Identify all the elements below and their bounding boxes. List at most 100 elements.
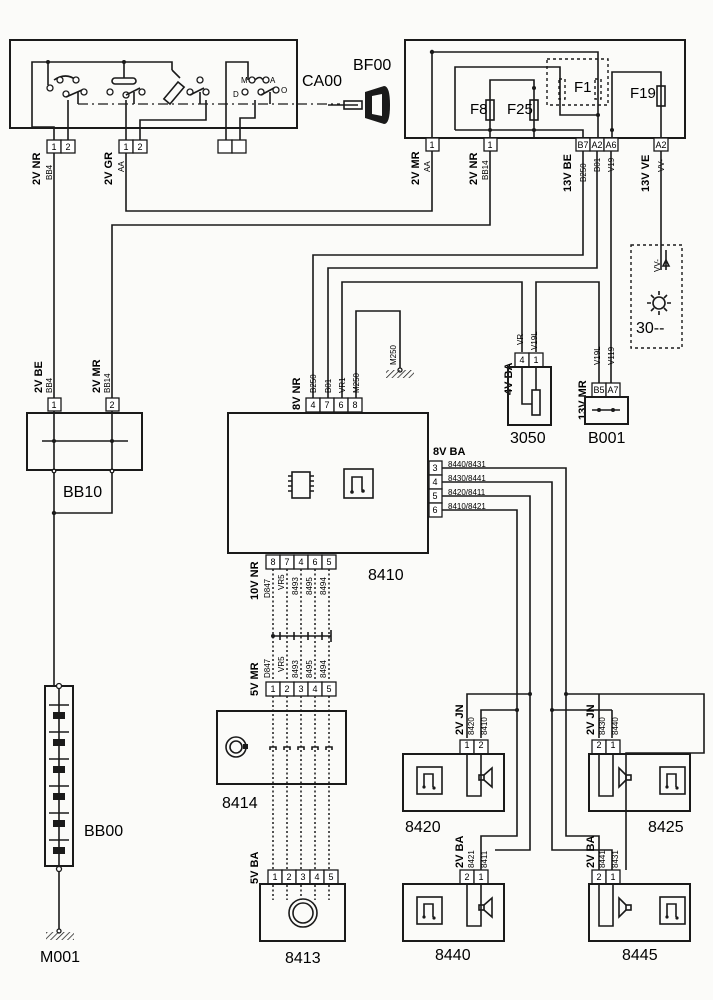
svg-text:1: 1 [429, 140, 434, 150]
switch-pos-o: O [281, 86, 287, 95]
svg-text:2: 2 [286, 872, 291, 882]
svg-text:8495: 8495 [305, 660, 314, 678]
svg-text:1: 1 [610, 740, 615, 750]
svg-text:B01: B01 [324, 378, 333, 393]
speaker-icon [625, 774, 632, 781]
svg-text:VV-: VV- [653, 259, 662, 272]
svg-text:D847: D847 [263, 578, 272, 598]
svg-text:8430/8441: 8430/8441 [448, 474, 486, 483]
label-f1: F1 [574, 79, 592, 96]
speaker-icon [478, 904, 485, 911]
connector-ca00-mid: 1 2 2V GR AA [103, 139, 148, 185]
svg-text:8440: 8440 [611, 717, 620, 735]
svg-text:8411: 8411 [480, 850, 489, 868]
svg-text:8430: 8430 [598, 717, 607, 735]
svg-text:8431: 8431 [611, 850, 620, 868]
svg-text:2: 2 [596, 872, 601, 882]
svg-text:1: 1 [272, 872, 277, 882]
sensor-3050: 4 1 4V BA VR V19L 3050 [503, 331, 552, 447]
connector-fuse-aa: 1 2V MR AA [410, 137, 440, 185]
svg-text:1: 1 [464, 740, 469, 750]
svg-text:8494: 8494 [319, 660, 328, 678]
label-f8: F8 [470, 101, 488, 118]
speaker-8420 [402, 739, 505, 812]
wire-vr1 [341, 281, 523, 398]
music-note-icon [659, 896, 686, 925]
svg-text:2V MR: 2V MR [91, 359, 103, 393]
shielded-cable [271, 569, 332, 682]
svg-text:M250: M250 [389, 344, 398, 365]
svg-text:8: 8 [270, 557, 275, 567]
wire-b01 [327, 151, 598, 398]
svg-text:8420: 8420 [467, 717, 476, 735]
svg-text:BB14: BB14 [481, 160, 490, 180]
wire-b250 [312, 151, 584, 398]
svg-text:4: 4 [310, 400, 315, 410]
svg-text:2: 2 [284, 684, 289, 694]
speaker-8425 [588, 739, 691, 812]
svg-text:6: 6 [432, 505, 437, 515]
svg-text:8494: 8494 [319, 577, 328, 595]
music-icon [343, 468, 374, 499]
svg-text:3: 3 [298, 684, 303, 694]
svg-text:BB4: BB4 [45, 377, 54, 393]
svg-text:VR5: VR5 [277, 656, 286, 672]
svg-text:13V VE: 13V VE [640, 155, 652, 192]
label-8413: 8413 [285, 950, 321, 967]
svg-text:A2: A2 [591, 140, 602, 150]
svg-text:10V NR: 10V NR [249, 561, 261, 600]
svg-text:4: 4 [519, 355, 524, 365]
svg-text:6: 6 [312, 557, 317, 567]
svg-text:8410/8421: 8410/8421 [448, 502, 486, 511]
svg-text:8420/8411: 8420/8411 [448, 488, 486, 497]
switch-pos-d: D [233, 90, 239, 99]
label-8445: 8445 [622, 947, 658, 964]
svg-text:8: 8 [352, 400, 357, 410]
svg-text:D847: D847 [263, 658, 272, 678]
svg-text:2: 2 [464, 872, 469, 882]
lighting-30: VV- 30-- [630, 244, 683, 349]
switch-pos-m: M [241, 76, 248, 85]
svg-text:2V MR: 2V MR [410, 151, 422, 185]
chip-icon [288, 471, 314, 499]
svg-text:1: 1 [478, 872, 483, 882]
svg-text:3: 3 [300, 872, 305, 882]
music-note-icon [416, 896, 443, 925]
speaker-wiring [442, 467, 705, 870]
lamp-icon [647, 291, 671, 315]
svg-text:1: 1 [51, 142, 56, 152]
label-m001: M001 [40, 949, 80, 966]
svg-text:A7: A7 [607, 385, 618, 395]
svg-text:1: 1 [270, 684, 275, 694]
fuse-f25-icon [529, 99, 539, 121]
connector-radio-bottom: 8 7 4 6 5 10V NR D847 VR5 8493 8495 8494 [249, 554, 337, 600]
svg-text:8V NR: 8V NR [291, 378, 303, 410]
spk-8425-wire-label: 2V JN [585, 704, 597, 735]
svg-text:1: 1 [487, 140, 492, 150]
svg-text:5: 5 [432, 491, 437, 501]
wire-v19l [535, 281, 600, 383]
label-8420: 8420 [405, 819, 441, 836]
svg-text:V19L: V19L [593, 346, 602, 365]
svg-text:1: 1 [610, 872, 615, 882]
svg-text:AA: AA [117, 161, 126, 172]
key-bf00-icon: BF00 [328, 57, 391, 124]
ground-m250-icon: M250 [386, 344, 414, 378]
label-bb00: BB00 [84, 823, 123, 840]
svg-text:1: 1 [123, 142, 128, 152]
spk-8420-wire-label: 2V JN [454, 704, 466, 735]
fuse-f19-icon [656, 85, 666, 107]
svg-text:A2: A2 [655, 140, 666, 150]
svg-text:2: 2 [596, 740, 601, 750]
label-bb10: BB10 [63, 484, 102, 501]
connector-fuse-13v-ve: A2 13V VE VV- [640, 137, 669, 192]
speaker-8445 [588, 869, 691, 942]
speaker-icon [625, 904, 632, 911]
connector-fuse-bb14: 1 2V NR BB14 [468, 137, 498, 185]
svg-text:2V BE: 2V BE [33, 361, 45, 393]
ignition-switch-ca00: M D A O CA00 [9, 39, 342, 140]
ground-m001-icon: M001 [40, 928, 80, 966]
svg-text:8493: 8493 [291, 577, 300, 595]
radio-8410: 4 7 6 8 8V NR B250 B01 VR1 M250 3 4 5 6 [227, 372, 486, 600]
svg-text:1: 1 [51, 400, 56, 410]
